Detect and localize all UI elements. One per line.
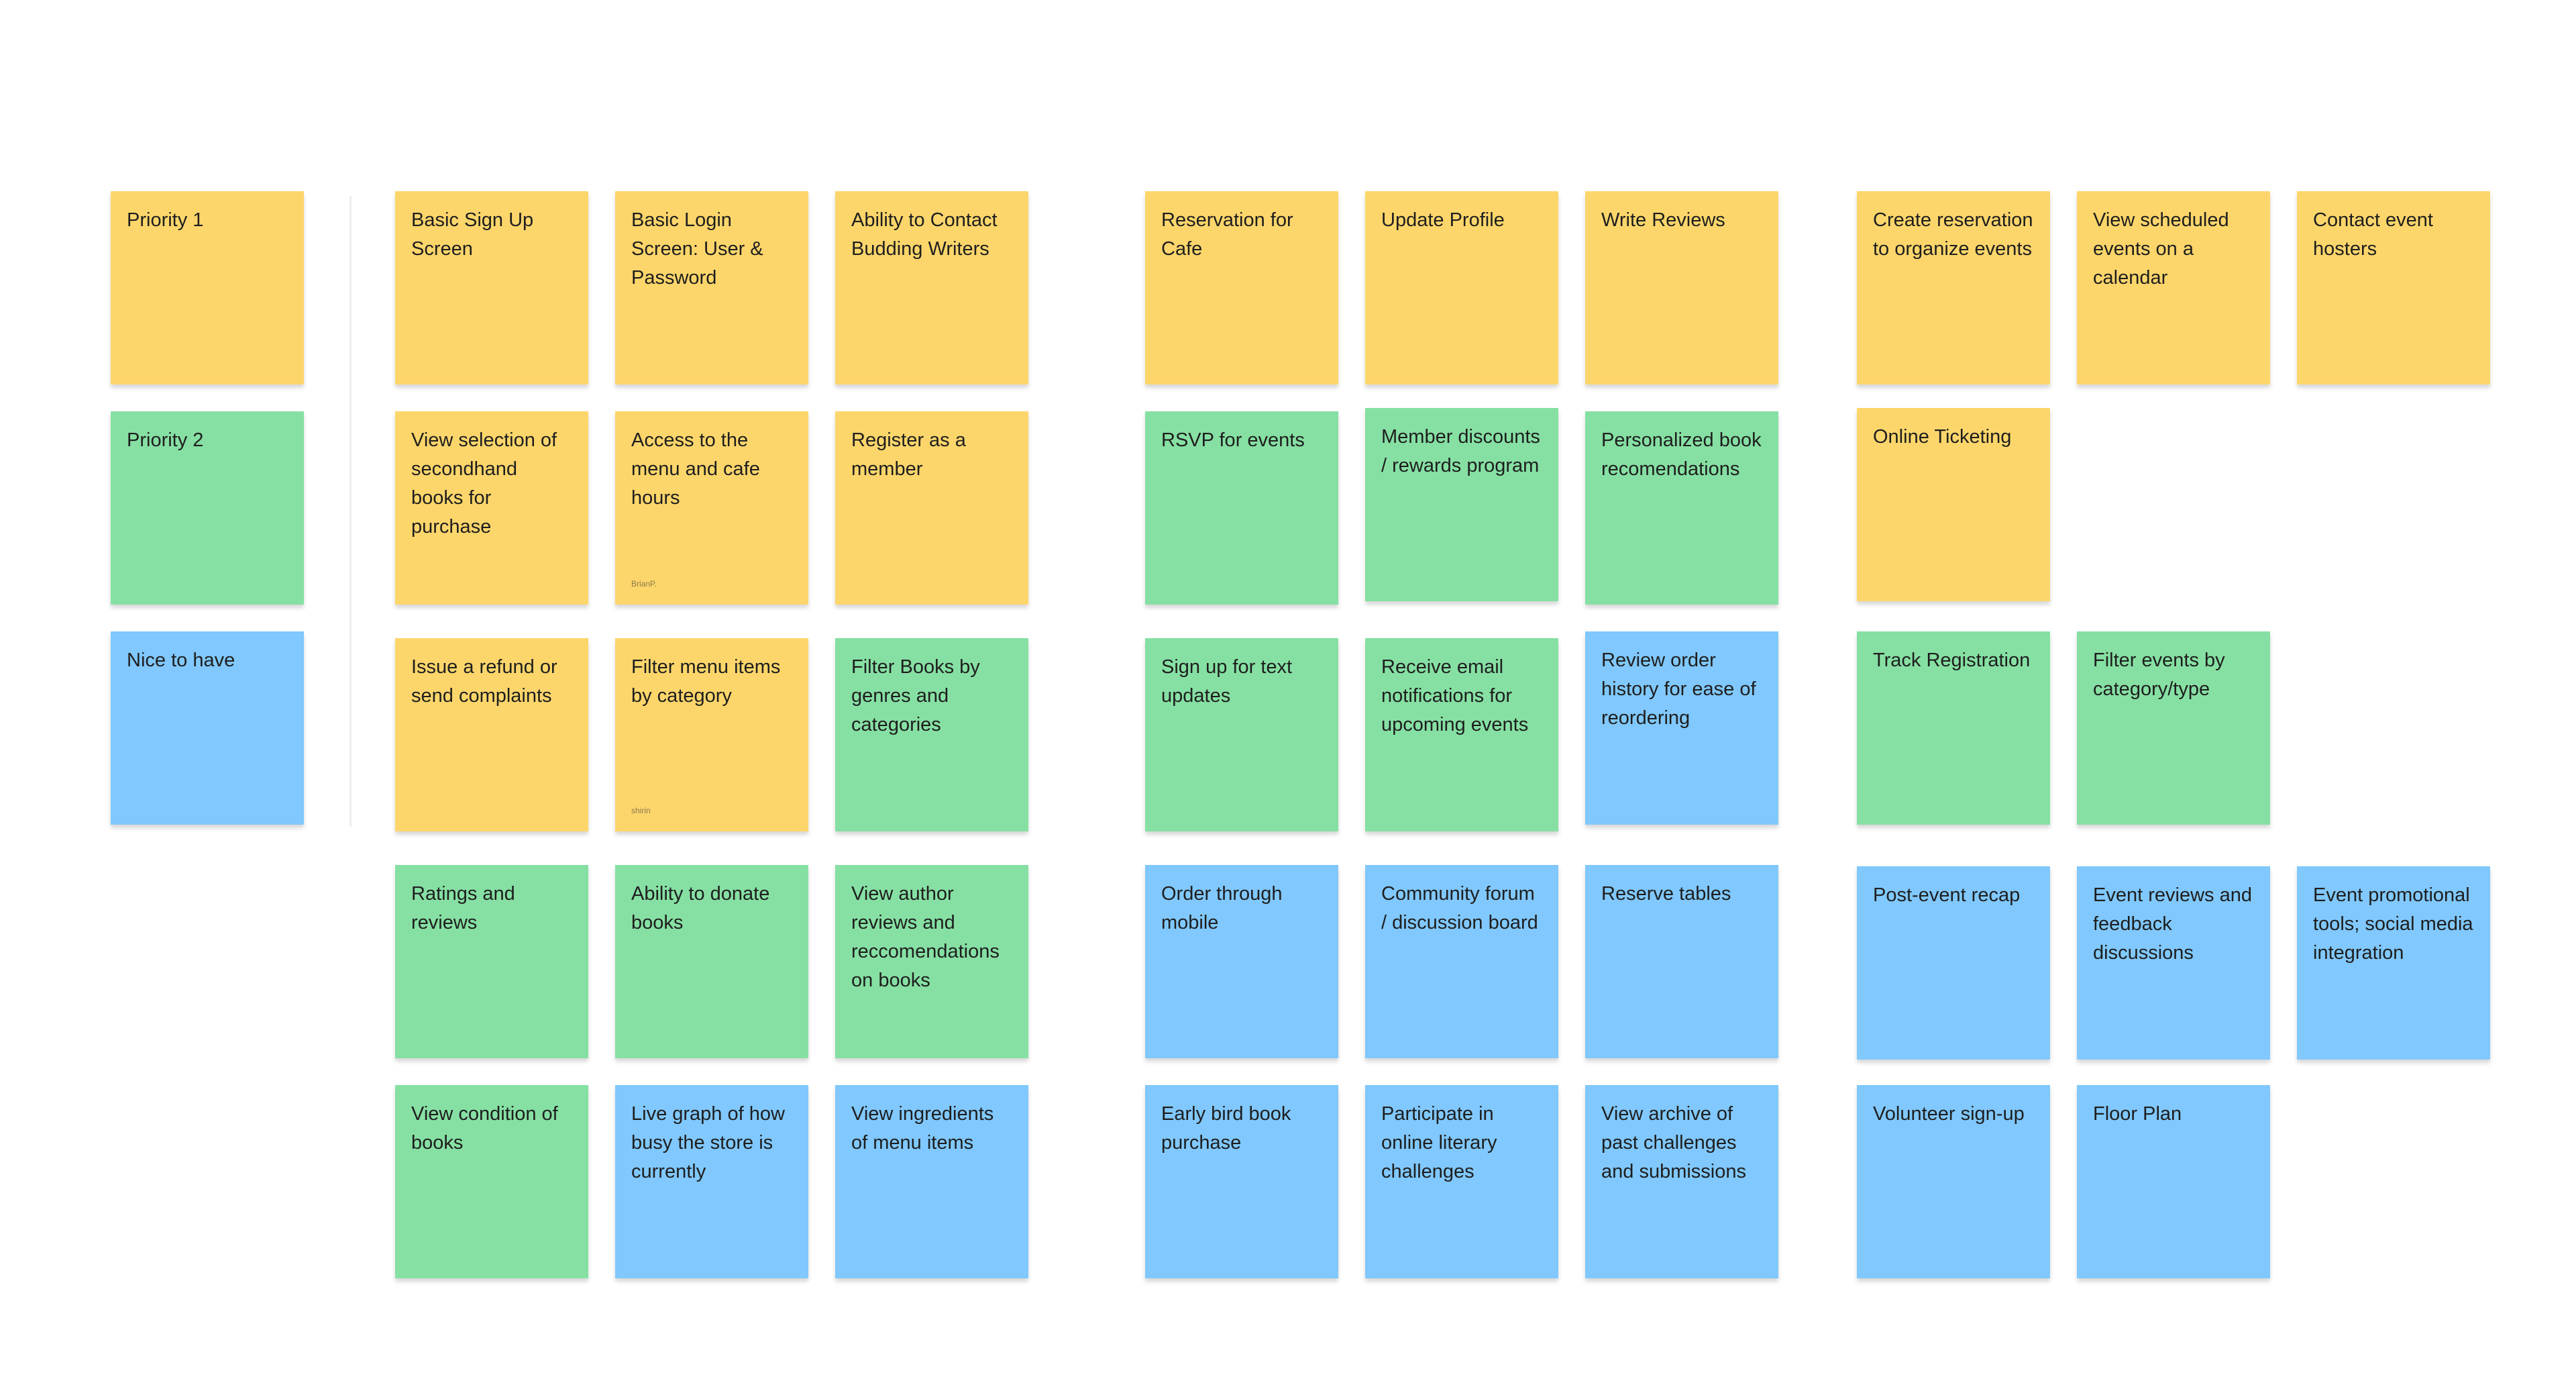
divider-line — [350, 196, 352, 827]
note-text: Reserve tables — [1601, 883, 1731, 905]
note-text: Post-event recap — [1873, 884, 2021, 906]
note-text: Access to the menu and cafe hours — [631, 429, 760, 509]
sticky-note[interactable]: Contact event hosters — [2297, 191, 2490, 385]
note-text: Basic Sign Up Screen — [411, 209, 534, 260]
note-text: Volunteer sign-up — [1873, 1103, 2025, 1125]
note-text: Contact event hosters — [2313, 209, 2433, 260]
group-title — [1315, 114, 1610, 154]
sticky-note[interactable]: Online Ticketing — [1857, 408, 2050, 601]
sticky-note[interactable]: View ingredients of menu items — [835, 1085, 1028, 1278]
note-text: Create reservation to organize events — [1873, 209, 2033, 260]
legend-note-nice-to-have[interactable]: Nice to have — [111, 631, 304, 825]
group-title — [2019, 114, 2314, 154]
note-text: Receive email notifications for upcoming… — [1381, 656, 1529, 735]
legend-note-priority-2[interactable]: Priority 2 — [111, 411, 304, 605]
sticky-note[interactable]: Ratings and reviews — [395, 865, 588, 1058]
note-text: Write Reviews — [1601, 209, 1725, 231]
sticky-note[interactable]: Track Registration — [1857, 631, 2050, 825]
sticky-note[interactable]: Personalized book recomendations — [1585, 411, 1778, 605]
note-text: RSVP for events — [1161, 429, 1305, 451]
sticky-note[interactable]: Member discounts / rewards program — [1365, 408, 1558, 601]
note-text: View archive of past challenges and subm… — [1601, 1103, 1746, 1182]
sticky-note[interactable]: Issue a refund or send complaints — [395, 638, 588, 831]
note-text: Sign up for text updates — [1161, 656, 1293, 707]
note-text: Live graph of how busy the store is curr… — [631, 1103, 785, 1182]
sticky-note[interactable]: Register as a member — [835, 411, 1028, 605]
note-text: Basic Login Screen: User & Password — [631, 209, 763, 289]
sticky-note[interactable]: View scheduled events on a calendar — [2077, 191, 2270, 385]
note-author: shirin — [631, 806, 651, 815]
sticky-note[interactable]: Create reservation to organize events — [1857, 191, 2050, 385]
note-text: Ratings and reviews — [411, 883, 515, 933]
note-text: Issue a refund or send complaints — [411, 656, 557, 707]
note-text: Ability to donate books — [631, 883, 770, 933]
sticky-note[interactable]: View archive of past challenges and subm… — [1585, 1085, 1778, 1278]
note-author: BrianP. — [631, 579, 657, 588]
note-text: Track Registration — [1873, 650, 2031, 671]
note-text: Review order history for ease of reorder… — [1601, 650, 1756, 729]
note-text: Filter Books by genres and categories — [851, 656, 980, 735]
group-title — [564, 114, 859, 154]
sticky-note[interactable]: View condition of books — [395, 1085, 588, 1278]
sticky-note[interactable]: Filter events by category/type — [2077, 631, 2270, 825]
note-text: Member discounts / rewards program — [1381, 426, 1540, 476]
sticky-note[interactable]: Sign up for text updates — [1145, 638, 1338, 831]
sticky-note[interactable]: Basic Login Screen: User & Password — [615, 191, 808, 385]
sticky-note[interactable]: Early bird book purchase — [1145, 1085, 1338, 1278]
note-text: Reservation for Cafe — [1161, 209, 1293, 260]
sticky-note[interactable]: View selection of secondhand books for p… — [395, 411, 588, 605]
sticky-note[interactable]: Floor Plan — [2077, 1085, 2270, 1278]
note-text: Update Profile — [1381, 209, 1505, 231]
sticky-note[interactable]: Review order history for ease of reorder… — [1585, 631, 1778, 825]
sticky-note[interactable]: Reserve tables — [1585, 865, 1778, 1058]
note-text: Floor Plan — [2093, 1103, 2182, 1125]
sticky-note[interactable]: Live graph of how busy the store is curr… — [615, 1085, 808, 1278]
sticky-note[interactable]: Update Profile — [1365, 191, 1558, 385]
sticky-note[interactable]: Ability to Contact Budding Writers — [835, 191, 1028, 385]
sticky-note[interactable]: Participate in online literary challenge… — [1365, 1085, 1558, 1278]
sticky-note[interactable]: Receive email notifications for upcoming… — [1365, 638, 1558, 831]
legend-note-priority-1[interactable]: Priority 1 — [111, 191, 304, 385]
note-label: Priority 2 — [127, 429, 204, 451]
note-text: View author reviews and reccomendations … — [851, 883, 1000, 991]
sticky-note[interactable]: Filter Books by genres and categories — [835, 638, 1028, 831]
note-text: Online Ticketing — [1873, 426, 2012, 448]
sticky-note[interactable]: Post-event recap — [1857, 866, 2050, 1060]
note-text: View selection of secondhand books for p… — [411, 429, 557, 537]
note-text: Ability to Contact Budding Writers — [851, 209, 998, 260]
sticky-note[interactable]: Order through mobile — [1145, 865, 1338, 1058]
sticky-note[interactable]: Basic Sign Up Screen — [395, 191, 588, 385]
sticky-note[interactable]: RSVP for events — [1145, 411, 1338, 605]
note-text: View ingredients of menu items — [851, 1103, 994, 1154]
sticky-note[interactable]: Community forum / discussion board — [1365, 865, 1558, 1058]
note-text: Personalized book recomendations — [1601, 429, 1762, 480]
sticky-note[interactable]: Event reviews and feedback discussions — [2077, 866, 2270, 1060]
sticky-note[interactable]: Ability to donate books — [615, 865, 808, 1058]
note-text: Community forum / discussion board — [1381, 883, 1538, 933]
sticky-note[interactable]: Write Reviews — [1585, 191, 1778, 385]
note-text: Order through mobile — [1161, 883, 1283, 933]
note-text: View condition of books — [411, 1103, 558, 1154]
note-text: Filter menu items by category — [631, 656, 781, 707]
note-text: Register as a member — [851, 429, 966, 480]
sticky-note[interactable]: Reservation for Cafe — [1145, 191, 1338, 385]
note-text: Event promotional tools; social media in… — [2313, 884, 2473, 964]
note-text: Participate in online literary challenge… — [1381, 1103, 1497, 1182]
note-text: Filter events by category/type — [2093, 650, 2225, 700]
note-label: Priority 1 — [127, 209, 204, 231]
note-label: Nice to have — [127, 650, 235, 671]
note-text: Event reviews and feedback discussions — [2093, 884, 2252, 964]
note-text: View scheduled events on a calendar — [2093, 209, 2229, 289]
sticky-note[interactable]: Volunteer sign-up — [1857, 1085, 2050, 1278]
sticky-note[interactable]: Filter menu items by category shirin — [615, 638, 808, 831]
sticky-note[interactable]: View author reviews and reccomendations … — [835, 865, 1028, 1058]
note-text: Early bird book purchase — [1161, 1103, 1291, 1154]
sticky-note[interactable]: Event promotional tools; social media in… — [2297, 866, 2490, 1060]
